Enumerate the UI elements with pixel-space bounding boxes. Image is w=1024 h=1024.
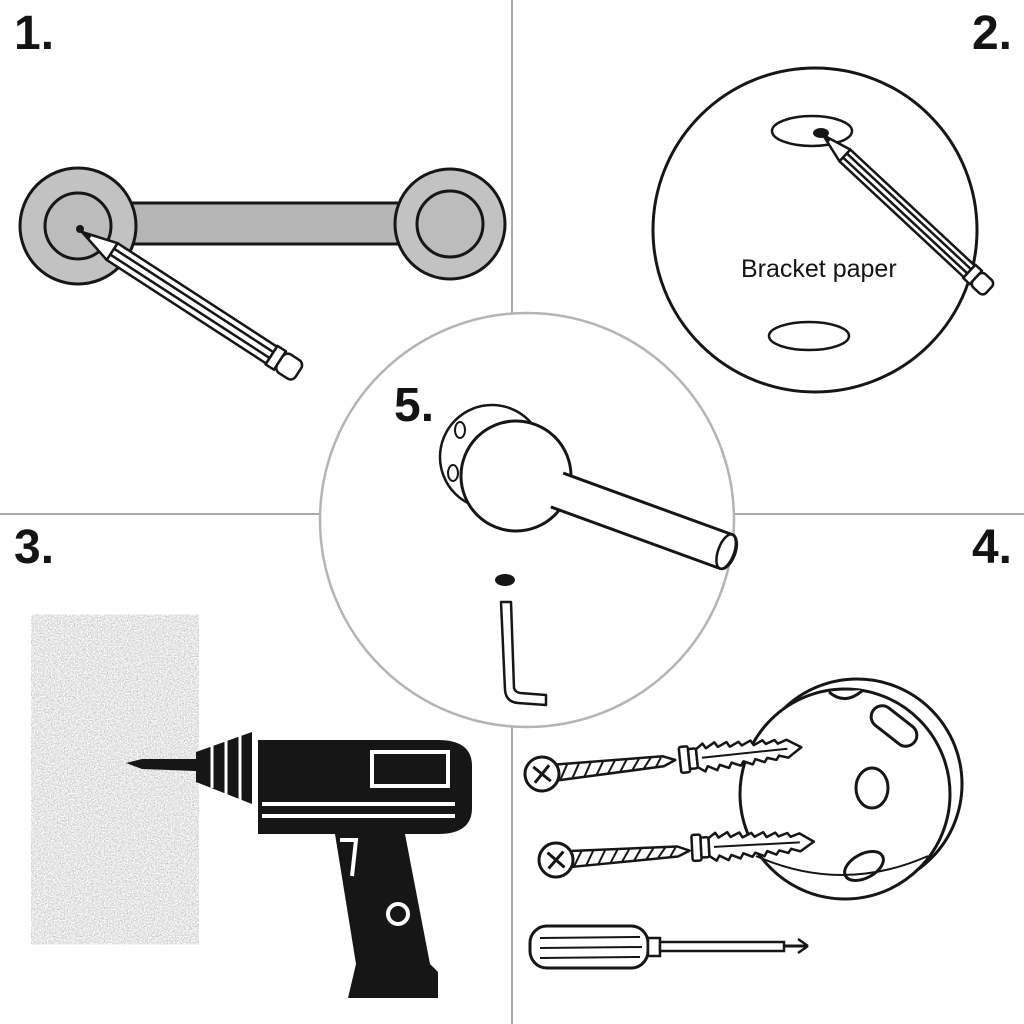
step2-illustration [651,66,995,394]
step1-label: 1. [14,7,55,60]
drill-icon [126,730,472,998]
step3-illustration [45,642,472,998]
wall-texture [45,642,185,917]
screw-icon [521,741,679,795]
step5-label: 5. [394,379,435,432]
step2-label: 2. [971,7,1012,60]
screwdriver-icon [528,924,809,970]
set-screw-dot [495,574,515,586]
step4-illustration [521,677,964,970]
bracket-paper-label: Bracket paper [741,255,897,283]
allen-key-icon [499,600,548,707]
pencil-icon [821,133,995,296]
mounting-cover [459,419,573,533]
towel-bar [18,166,507,286]
screw-icon [536,832,693,880]
bar-end [550,471,739,571]
step4-label: 4. [971,521,1012,574]
mounting-bracket [738,677,964,901]
step1-illustration [18,166,507,381]
pencil-icon [80,230,304,381]
step5-illustration [318,311,739,729]
step3-label: 3. [14,521,55,574]
